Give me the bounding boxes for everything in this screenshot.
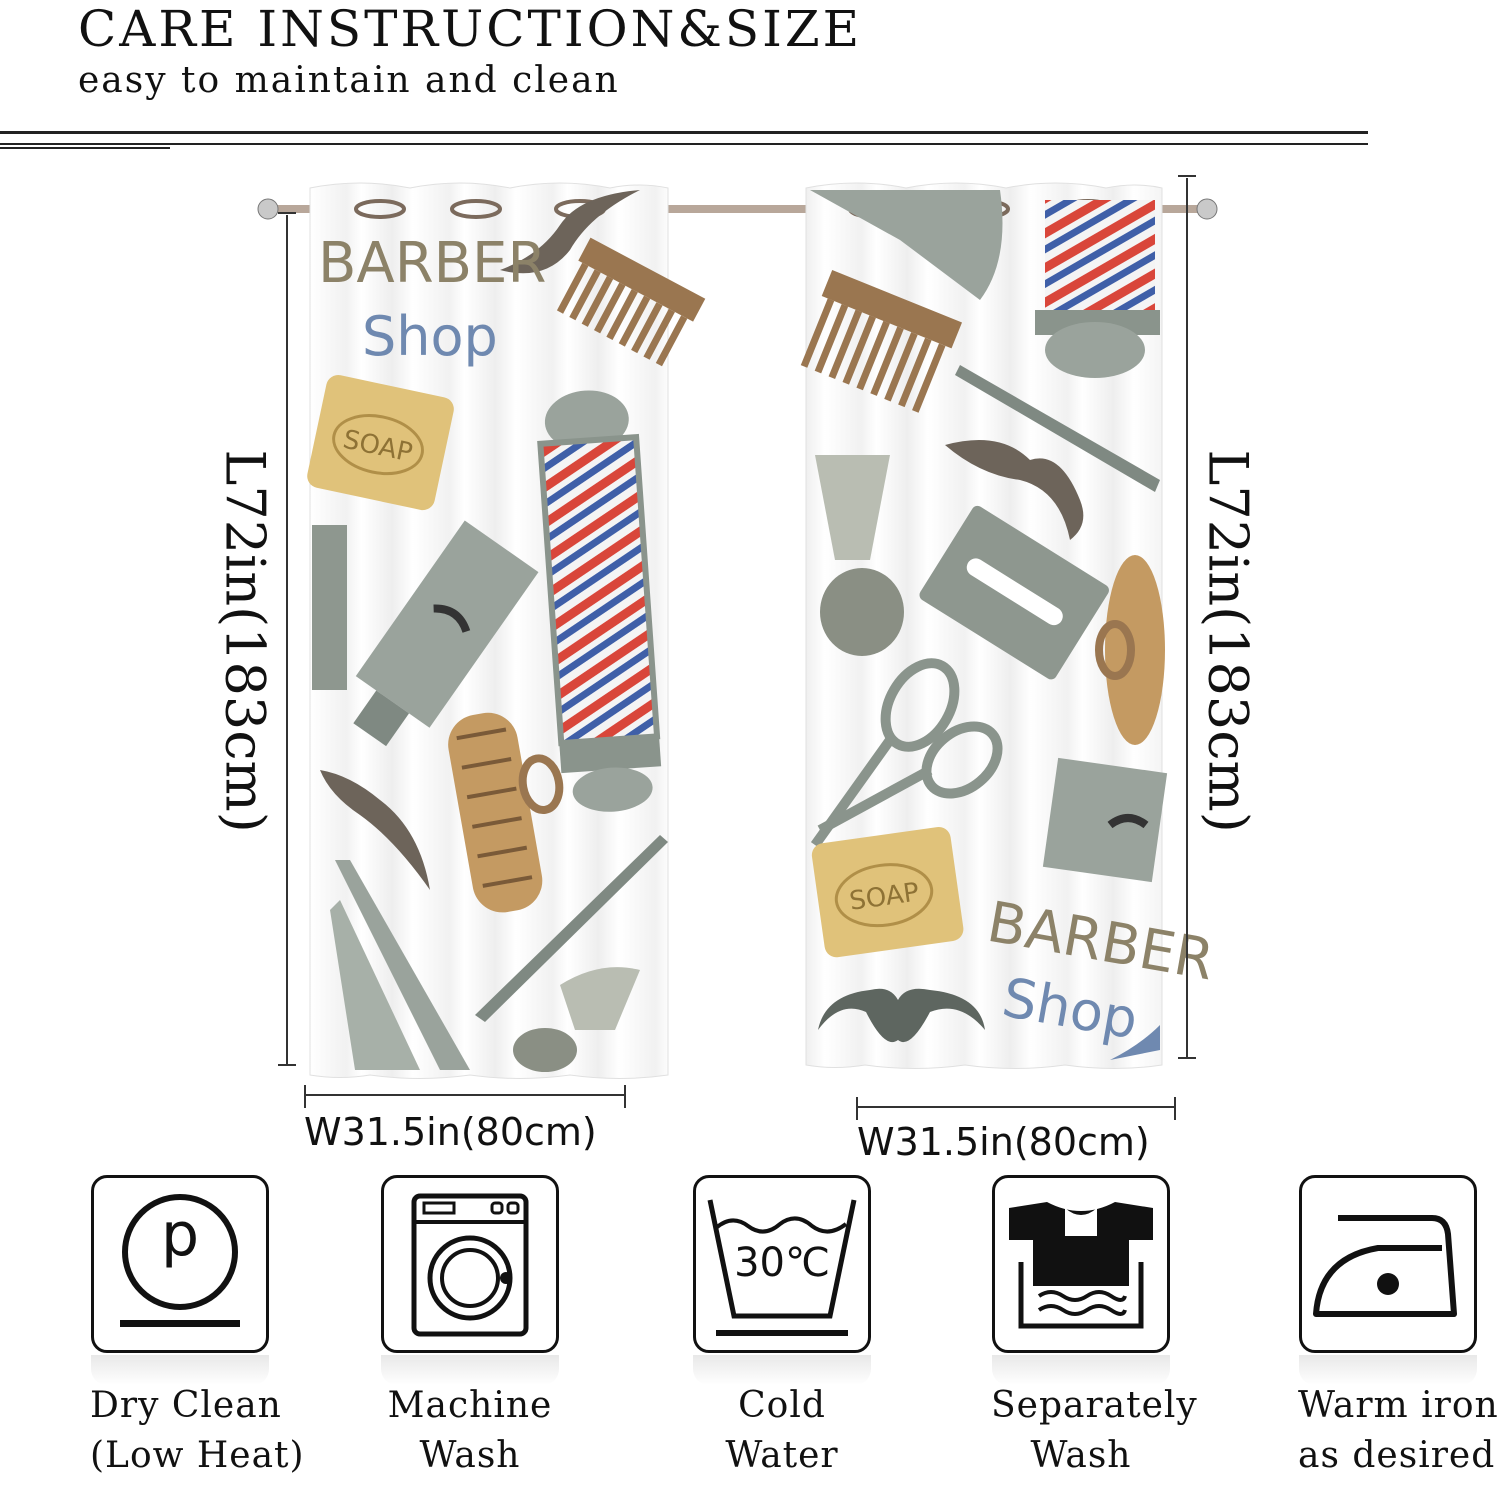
shaving-brush-icon-right	[815, 455, 904, 656]
divider-thin	[0, 143, 1368, 145]
right-curtain-panel: SOAP BARBER Shop	[800, 182, 1219, 1069]
care-label-line1: Machine	[387, 1385, 553, 1426]
care-label-line2: Water	[725, 1435, 839, 1476]
care-label-line1: Cold	[738, 1385, 826, 1426]
care-label-line2: as desired	[1298, 1435, 1496, 1476]
iron-icon	[1299, 1175, 1477, 1353]
comb-icon-right	[800, 270, 963, 413]
separate-wash-icon	[992, 1175, 1170, 1353]
left-curtain-panel: SOAP	[307, 182, 706, 1079]
straight-razor-icon-right	[810, 190, 1003, 300]
scissors-icon-right	[810, 658, 1003, 848]
soap-icon-right: SOAP	[811, 826, 964, 958]
divider-thick	[0, 131, 1368, 134]
care-label-line2: Wash	[419, 1435, 521, 1476]
tube-icon	[353, 520, 539, 747]
care-label-line2: Wash	[1030, 1435, 1132, 1476]
scissors-icon	[475, 835, 668, 1022]
care-cold-water: 30℃ Cold Water	[692, 1175, 872, 1485]
care-separately-wash: Separately Wash	[991, 1175, 1198, 1485]
scissor-blade-icon	[955, 365, 1160, 492]
care-machine-wash: Machine Wash	[380, 1175, 560, 1485]
left-barber-text: BARBER	[318, 231, 546, 296]
razor-blade-icon	[312, 525, 347, 690]
divider-short	[0, 147, 170, 149]
care-warm-iron: Warm iron as desired	[1298, 1175, 1499, 1485]
right-length-label: L72in(183cm)	[1196, 449, 1260, 833]
mustache-icon-right	[945, 440, 1084, 540]
shaving-brush-icon	[513, 967, 640, 1072]
hair-brush-icon	[448, 712, 564, 913]
right-width-label: W31.5in(80cm)	[857, 1120, 1150, 1164]
comb-icon	[556, 237, 706, 367]
curtain-illustration: SOAP	[257, 175, 1219, 1120]
barber-pole-icon-right	[1035, 200, 1160, 378]
care-dry-clean: P Dry Clean (Low Heat)	[90, 1175, 305, 1485]
tube-icon-right	[1042, 757, 1168, 883]
left-shop-text: Shop	[362, 305, 498, 368]
mustache-icon-2	[320, 770, 430, 890]
wash-tub-icon: 30℃	[693, 1175, 871, 1353]
page-subtitle: easy to maintain and clean	[78, 60, 620, 101]
mustache-icon-right-2	[818, 988, 985, 1043]
care-label-line1: Separately	[991, 1385, 1198, 1426]
dimension-lines	[278, 175, 1196, 1120]
left-width-label: W31.5in(80cm)	[304, 1110, 597, 1154]
razor-blade-icon-right	[919, 505, 1109, 680]
wash-temperature: 30℃	[734, 1240, 830, 1286]
washing-machine-icon	[381, 1175, 559, 1353]
dry-clean-icon: P	[91, 1175, 269, 1353]
care-label-line2: (Low Heat)	[90, 1435, 305, 1476]
dry-clean-letter: P	[160, 1200, 200, 1270]
care-label-line1: Dry Clean	[90, 1385, 282, 1426]
mustache-icon	[500, 190, 640, 274]
left-length-label: L72in(183cm)	[213, 449, 277, 833]
care-label-line1: Warm iron	[1298, 1385, 1499, 1426]
page-title: CARE INSTRUCTION&SIZE	[78, 0, 863, 58]
soap-icon: SOAP	[307, 375, 454, 511]
barber-pole-icon	[537, 390, 662, 812]
hair-brush-icon-right	[1095, 555, 1165, 745]
straight-razor-icon	[330, 860, 470, 1070]
